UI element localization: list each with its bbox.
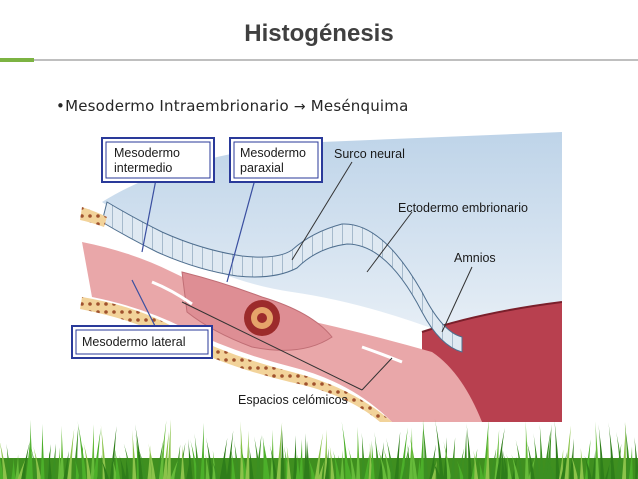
- label-mesodermo-paraxial-line1: Mesodermo: [240, 146, 306, 160]
- label-mesodermo-intermedio-line1: Mesodermo: [114, 146, 180, 160]
- label-mesodermo-intermedio: Mesodermo intermedio: [102, 138, 214, 182]
- bullet-point: •Mesodermo Intraembrionario → Mesénquima: [56, 97, 409, 115]
- grass-blade: [362, 433, 366, 479]
- upper-yolk-edge: [80, 207, 107, 227]
- label-mesodermo-paraxial: Mesodermo paraxial: [230, 138, 322, 182]
- grass-blade: [132, 430, 136, 479]
- title-accent-bar: [0, 58, 34, 62]
- bullet-marker: •: [56, 97, 65, 115]
- label-amnios: Amnios: [454, 251, 496, 265]
- label-espacios-celomicos: Espacios celómicos: [238, 393, 348, 407]
- grass-blade: [525, 421, 529, 479]
- arrow-right-icon: →: [294, 99, 306, 115]
- label-mesodermo-paraxial-line2: paraxial: [240, 161, 284, 175]
- grass-blade: [540, 424, 544, 479]
- grass-blade: [41, 424, 45, 479]
- grass-blade: [60, 426, 64, 479]
- bullet-text: Mesodermo Intraembrionario: [65, 97, 289, 115]
- label-mesodermo-lateral: Mesodermo lateral: [72, 326, 212, 358]
- grass-footer-decoration: [0, 418, 638, 479]
- title-divider: [34, 59, 638, 61]
- slide-title: Histogénesis: [0, 20, 638, 48]
- embryo-cross-section-diagram: Mesodermo intermedio Mesodermo paraxial …: [62, 132, 562, 422]
- grass-blade: [293, 435, 297, 479]
- label-mesodermo-intermedio-line2: intermedio: [114, 161, 172, 175]
- label-ectodermo-embrionario: Ectodermo embrionario: [398, 201, 528, 215]
- grass-blade: [356, 427, 360, 479]
- label-surco-neural: Surco neural: [334, 147, 405, 161]
- label-mesodermo-lateral-text: Mesodermo lateral: [82, 335, 186, 349]
- grass-blade: [595, 421, 599, 479]
- bullet-target: Mesénquima: [311, 97, 409, 115]
